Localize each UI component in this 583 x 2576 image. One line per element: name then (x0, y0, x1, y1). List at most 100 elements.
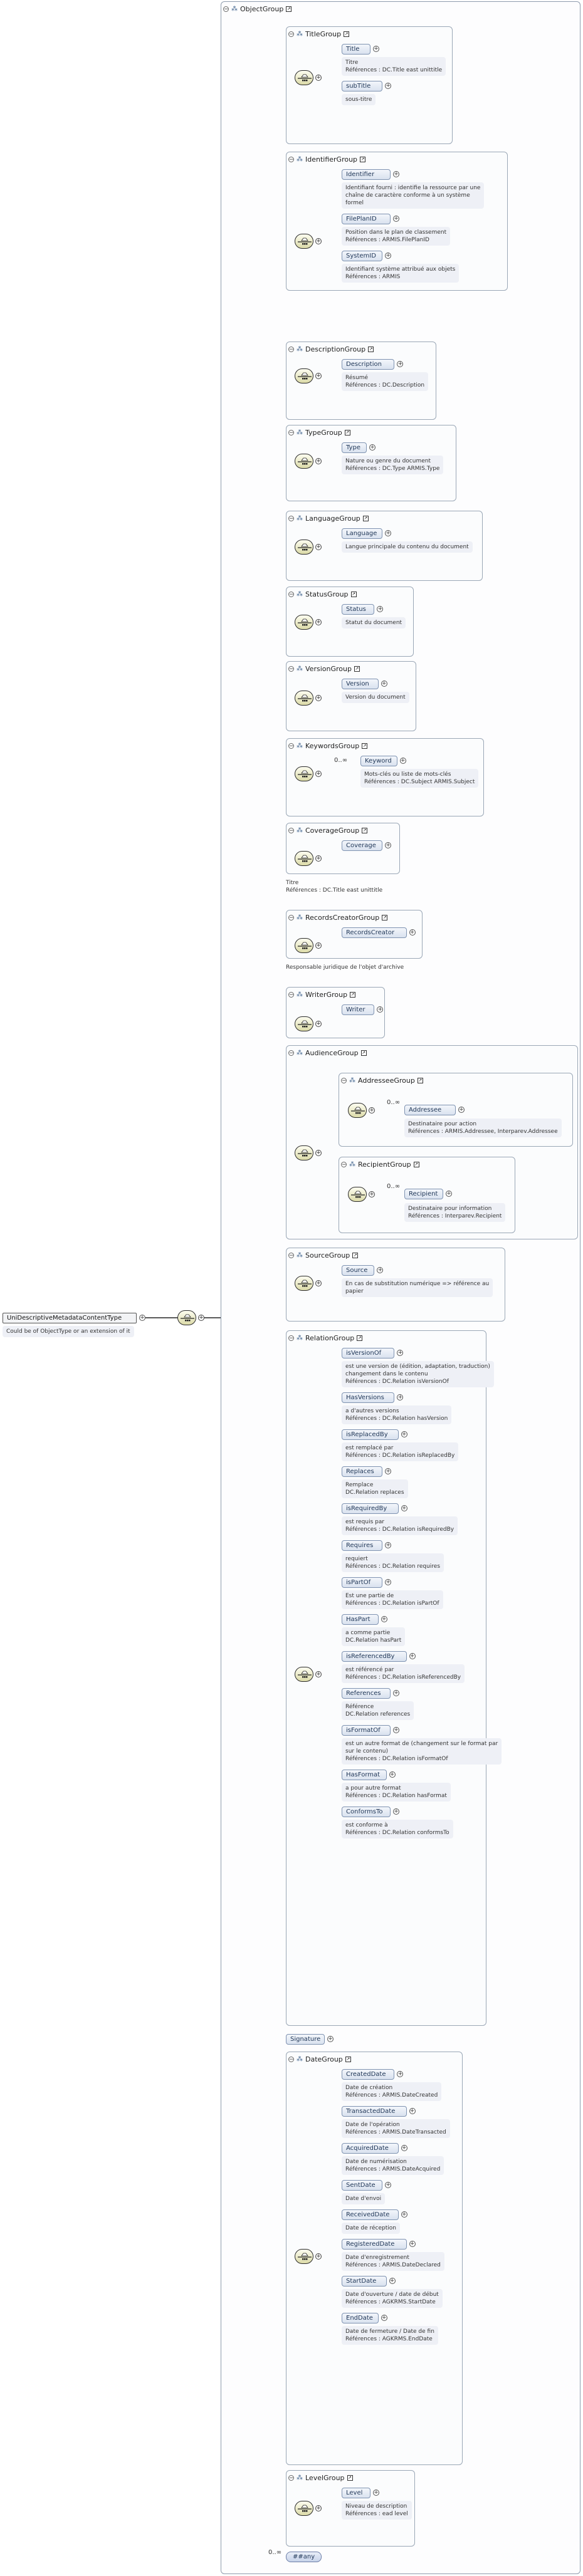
sequence-keywords-expand[interactable]: + (315, 771, 322, 777)
sequence-keywords[interactable] (295, 766, 313, 781)
any-wildcard[interactable]: ##any (286, 2552, 322, 2562)
sequence-language-expand[interactable]: + (315, 544, 322, 550)
external-link-icon[interactable]: ↗ (362, 515, 369, 521)
element-requires[interactable]: Requires (342, 1540, 383, 1551)
element-ispartof[interactable]: isPartOf (342, 1577, 383, 1588)
element-fileplanid-expand[interactable]: + (393, 216, 399, 222)
element-isrequiredby[interactable]: isRequiredBy (342, 1503, 399, 1514)
collapse-icon[interactable]: − (288, 346, 294, 353)
sequence-recipient[interactable] (348, 1187, 367, 1202)
element-conformsto[interactable]: ConformsTo (342, 1807, 391, 1817)
sequence-identifier-expand[interactable]: + (315, 238, 322, 244)
element-type[interactable]: Type (342, 442, 367, 453)
external-link-icon[interactable]: ↗ (362, 743, 368, 749)
sequence-records_creator[interactable] (295, 938, 313, 953)
sequence-recipient-expand[interactable]: + (369, 1191, 375, 1197)
element-title-expand[interactable]: + (373, 46, 379, 52)
element-acquireddate[interactable]: AcquiredDate (342, 2143, 399, 2154)
element-subtitle[interactable]: subTitle (342, 81, 383, 91)
element-language[interactable]: Language (342, 528, 383, 539)
sequence-version[interactable] (295, 691, 313, 706)
sequence-level[interactable] (295, 2501, 313, 2516)
element-acquireddate-expand[interactable]: + (401, 2145, 407, 2151)
sequence-type[interactable] (295, 454, 313, 469)
element-sentdate[interactable]: SentDate (342, 2180, 383, 2191)
root-sequence-expand[interactable]: + (198, 1315, 204, 1321)
element-description-expand[interactable]: + (397, 361, 404, 367)
sequence-title[interactable] (295, 70, 313, 85)
external-link-icon[interactable]: ↗ (362, 827, 368, 833)
element-isversionof-expand[interactable]: + (397, 1350, 404, 1356)
root-element[interactable]: UniDescriptiveMetadataContentType (3, 1313, 137, 1323)
collapse-icon[interactable]: − (223, 6, 229, 13)
element-identifier-expand[interactable]: + (393, 171, 399, 177)
external-link-icon[interactable]: ↗ (352, 1252, 359, 1258)
external-link-icon[interactable]: ↗ (382, 914, 388, 920)
sequence-relation[interactable] (295, 1667, 313, 1682)
external-link-icon[interactable]: ↗ (354, 665, 360, 672)
element-identifier[interactable]: Identifier (342, 169, 391, 180)
sequence-identifier[interactable] (295, 234, 313, 249)
collapse-icon[interactable]: − (288, 743, 294, 749)
element-status[interactable]: Status (342, 604, 375, 615)
root-sequence[interactable] (177, 1310, 196, 1325)
element-isformatof-expand[interactable]: + (393, 1727, 399, 1733)
element-subtitle-expand[interactable]: + (385, 83, 392, 89)
element-ispartof-expand[interactable]: + (385, 1579, 392, 1585)
element-level-expand[interactable]: + (373, 2490, 379, 2496)
element-signature-expand[interactable]: + (327, 2036, 334, 2042)
element-isreferencedby[interactable]: isReferencedBy (342, 1651, 407, 1662)
element-isreplacedby-expand[interactable]: + (401, 1431, 407, 1437)
element-addressee-expand[interactable]: + (458, 1107, 465, 1113)
element-sentdate-expand[interactable]: + (385, 2182, 392, 2188)
sequence-writer[interactable] (295, 1016, 313, 1031)
sequence-language[interactable] (295, 540, 313, 555)
element-writer-expand[interactable]: + (377, 1006, 384, 1013)
sequence-source[interactable] (295, 1276, 313, 1291)
element-conformsto-expand[interactable]: + (393, 1808, 399, 1815)
element-createddate[interactable]: CreatedDate (342, 2069, 395, 2080)
collapse-icon[interactable]: − (288, 2056, 294, 2063)
sequence-type-expand[interactable]: + (315, 458, 322, 464)
element-description[interactable]: Description (342, 359, 395, 370)
element-coverage-expand[interactable]: + (385, 842, 392, 848)
sequence-source-expand[interactable]: + (315, 1280, 322, 1286)
collapse-icon[interactable]: − (288, 156, 294, 163)
element-transacteddate-expand[interactable]: + (409, 2108, 416, 2114)
collapse-icon[interactable]: − (288, 1252, 294, 1259)
element-source[interactable]: Source (342, 1265, 375, 1276)
element-addressee[interactable]: Addressee (404, 1105, 456, 1115)
element-recipient-expand[interactable]: + (446, 1191, 452, 1197)
sequence-coverage-expand[interactable]: + (315, 855, 322, 862)
sequence-date-expand[interactable]: + (315, 2253, 322, 2260)
element-writer[interactable]: Writer (342, 1004, 375, 1015)
sequence-coverage[interactable] (295, 851, 313, 866)
collapse-icon[interactable]: − (288, 991, 294, 998)
element-signature[interactable]: Signature (286, 2034, 325, 2045)
element-keyword[interactable]: Keyword (360, 756, 397, 766)
sequence-version-expand[interactable]: + (315, 695, 322, 701)
collapse-icon[interactable]: − (288, 665, 294, 672)
external-link-icon[interactable]: ↗ (344, 31, 350, 37)
external-link-icon[interactable]: ↗ (360, 156, 366, 162)
sequence-level-expand[interactable]: + (315, 2505, 322, 2511)
element-hasversions-expand[interactable]: + (397, 1394, 404, 1400)
element-references[interactable]: References (342, 1688, 391, 1699)
external-link-icon[interactable]: ↗ (413, 1161, 419, 1167)
collapse-icon[interactable]: − (288, 1335, 294, 1342)
element-requires-expand[interactable]: + (385, 1542, 392, 1548)
element-receiveddate[interactable]: ReceivedDate (342, 2209, 399, 2220)
element-recipient[interactable]: Recipient (404, 1189, 443, 1199)
element-title[interactable]: Title (342, 44, 370, 55)
element-isformatof[interactable]: isFormatOf (342, 1725, 391, 1736)
external-link-icon[interactable]: ↗ (286, 6, 292, 12)
element-coverage[interactable]: Coverage (342, 840, 383, 851)
collapse-icon[interactable]: − (288, 515, 294, 522)
element-receiveddate-expand[interactable]: + (401, 2211, 407, 2218)
sequence-addressee[interactable] (348, 1103, 367, 1118)
element-transacteddate[interactable]: TransactedDate (342, 2106, 407, 2117)
external-link-icon[interactable]: ↗ (350, 991, 356, 998)
collapse-icon[interactable]: − (341, 1077, 347, 1084)
element-startdate-expand[interactable]: + (389, 2278, 396, 2284)
collapse-icon[interactable]: − (288, 429, 294, 436)
